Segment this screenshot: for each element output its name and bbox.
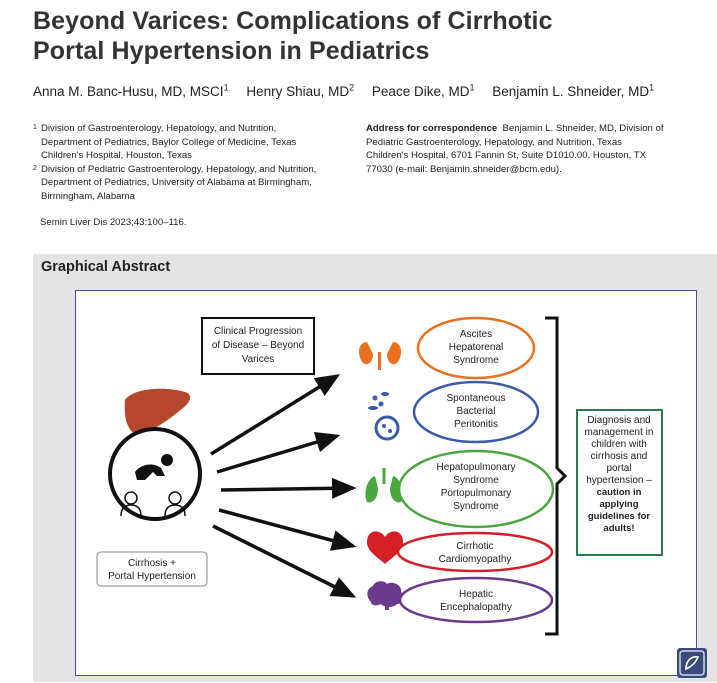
affiliation-1: 1 Division of Gastroenterology, Hepatolo… — [33, 123, 297, 161]
kidney-icon — [359, 342, 401, 370]
ascites-ellipse — [416, 316, 536, 380]
arrow-encephalopathy — [212, 524, 357, 598]
hps-ellipse — [397, 449, 555, 529]
summary-text: Diagnosis and — [587, 415, 650, 426]
progression-label: of Disease – Beyond — [212, 340, 304, 351]
summary-text: management in — [585, 427, 654, 438]
summary-text-bold: adults! — [603, 523, 634, 534]
summary-box — [576, 409, 663, 556]
bacteria-icon — [368, 392, 400, 441]
lungs-icon — [365, 468, 403, 503]
affiliations: 1 Division of Gastroenterology, Hepatolo… — [33, 122, 353, 203]
sbp-ellipse — [412, 380, 540, 444]
cardiomyopathy-label: Cardiomyopathy — [439, 554, 512, 565]
heart-icon — [367, 531, 403, 564]
hps-label: Portopulmonary — [441, 488, 512, 499]
summary-text-bold: applying — [599, 499, 638, 510]
summary-text: children with — [591, 439, 647, 450]
bracket — [545, 316, 568, 636]
journal-logo-icon — [677, 648, 707, 678]
author: Anna M. Banc-Husu, MD, MSCI1 — [33, 82, 229, 99]
summary-text: portal — [606, 463, 631, 474]
girl-icon — [164, 491, 186, 517]
cirrhosis-label: Cirrhosis + — [128, 558, 176, 569]
cirrhosis-box — [96, 551, 208, 587]
author: Peace Dike, MD1 — [371, 82, 475, 99]
liver-icon — [124, 388, 191, 435]
article-title: Beyond Varices: Complications of Cirrhot… — [33, 6, 673, 66]
hps-label: Syndrome — [453, 475, 499, 486]
summary-text-bold: guidelines for — [588, 511, 651, 522]
ascites-label: Syndrome — [453, 355, 499, 366]
author-list: Anna M. Banc-Husu, MD, MSCI1 Henry Shiau… — [33, 82, 668, 99]
graphical-abstract-heading: Graphical Abstract — [41, 259, 171, 275]
sbp-label: Spontaneous — [447, 393, 506, 404]
progression-label: Varices — [242, 354, 275, 365]
summary-text: cirrhosis and — [591, 451, 648, 462]
affiliation-2: 2 Division of Pediatric Gastroenterology… — [33, 163, 317, 202]
cirrhosis-label: Portal Hypertension — [108, 571, 196, 582]
hps-label: Hepatopulmonary — [437, 462, 516, 473]
arrow-hps — [220, 477, 357, 499]
progression-label: Clinical Progression — [214, 326, 302, 337]
hps-label: Syndrome — [453, 501, 499, 512]
arrow-sbp — [216, 431, 341, 474]
cardiomyopathy-ellipse — [396, 531, 554, 573]
boy-icon — [120, 491, 142, 517]
summary-text-bold: caution in — [597, 487, 642, 498]
author: Henry Shiau, MD2 — [246, 82, 355, 99]
ascites-label: Ascites — [460, 329, 492, 340]
title-line-1: Beyond Varices: Complications of Cirrhot… — [33, 7, 553, 35]
title-line-2: Portal Hypertension in Pediatrics — [33, 37, 430, 65]
arrow-ascites — [210, 374, 340, 456]
correspondence: Address for correspondence Benjamin L. S… — [366, 123, 664, 175]
encephalopathy-ellipse — [398, 576, 554, 624]
cardiomyopathy-label: Cirrhotic — [456, 541, 493, 552]
sbp-label: Peritonitis — [454, 419, 498, 430]
brain-icon — [367, 581, 404, 610]
graphical-abstract-figure: Cirrhosis + Portal Hypertension Clinical… — [96, 316, 663, 636]
encephalopathy-label: Hepatic — [459, 589, 493, 600]
summary-text: hypertension – — [586, 475, 652, 486]
ascites-label: Hepatorenal — [449, 342, 503, 353]
graphical-abstract-header: Graphical Abstract — [33, 254, 717, 282]
encephalopathy-label: Encephalopathy — [440, 602, 512, 613]
infant-icon — [135, 454, 173, 480]
sbp-label: Bacterial — [457, 406, 496, 417]
progression-box — [201, 317, 315, 375]
citation: Semin Liver Dis 2023;43:100–116. — [40, 217, 187, 228]
arrow-cardiomyopathy — [218, 508, 357, 551]
author: Benjamin L. Shneider, MD1 — [492, 82, 655, 99]
